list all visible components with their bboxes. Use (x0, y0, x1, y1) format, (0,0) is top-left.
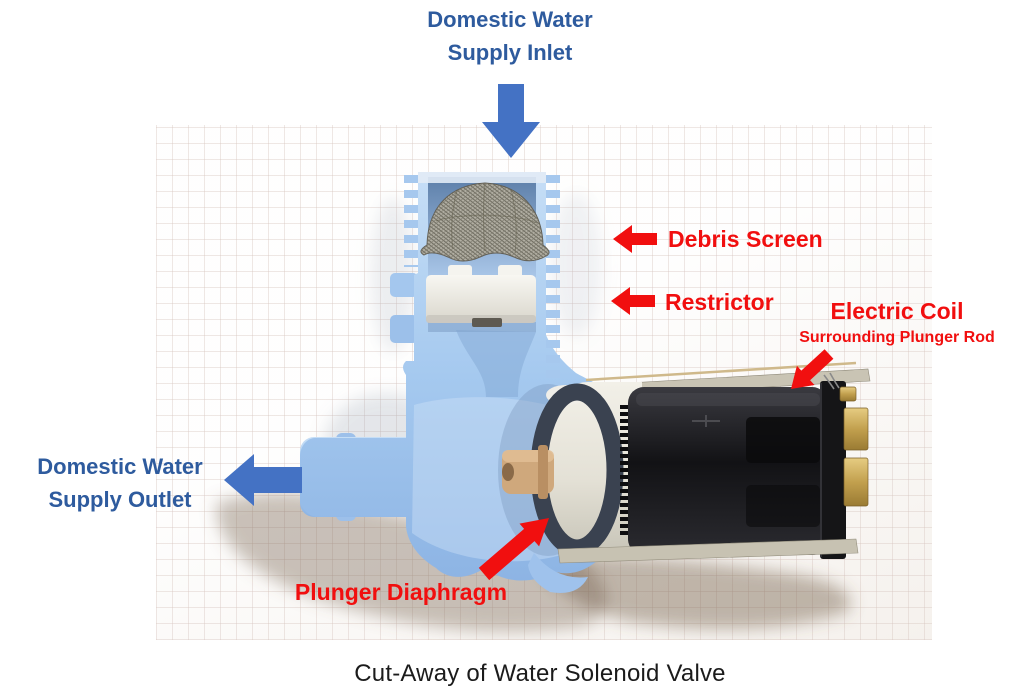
valve-body-lower-lip (528, 553, 588, 593)
valve-cutaway-illustration (215, 172, 871, 632)
outlet-label: Domestic Water Supply Outlet (0, 450, 240, 516)
mounting-clip-upper (390, 273, 418, 297)
figure-caption: Cut-Away of Water Solenoid Valve (354, 660, 726, 687)
restrictor-arrow-icon (611, 286, 655, 316)
brass-terminals (839, 386, 869, 507)
electric-coil-arrow-icon (788, 346, 836, 394)
debris-screen-arrow-icon (613, 224, 657, 254)
electric-coil (620, 372, 846, 559)
electric-coil-sublabel: Surrounding Plunger Rod (799, 329, 995, 346)
coil-bracket-bottom (557, 538, 859, 564)
inlet-label-line1: Domestic Water (427, 7, 593, 32)
inlet-label-line2: Supply Inlet (447, 40, 573, 65)
plunger-diaphragm-arrow-icon (476, 515, 552, 583)
coil-polarity-mark (692, 415, 720, 427)
restrictor-ring (426, 265, 536, 327)
inlet-threads (404, 175, 560, 389)
inlet-arrow-icon (482, 84, 540, 158)
outlet-arrow-icon (224, 453, 302, 507)
debris-screen-mesh (420, 182, 550, 262)
mounting-clip-lower (390, 315, 418, 343)
debris-screen-label: Debris Screen (668, 226, 823, 252)
outlet-label-line2: Supply Outlet (48, 487, 192, 512)
plunger-diaphragm-label: Plunger Diaphragm (294, 579, 508, 605)
wire-tuft (823, 372, 840, 390)
plunger-rod (502, 445, 554, 499)
restrictor-label: Restrictor (665, 289, 774, 315)
electric-coil-label: Electric Coil (830, 298, 964, 324)
inlet-label: Domestic Water Supply Inlet (360, 3, 660, 69)
outlet-label-line1: Domestic Water (37, 454, 203, 479)
